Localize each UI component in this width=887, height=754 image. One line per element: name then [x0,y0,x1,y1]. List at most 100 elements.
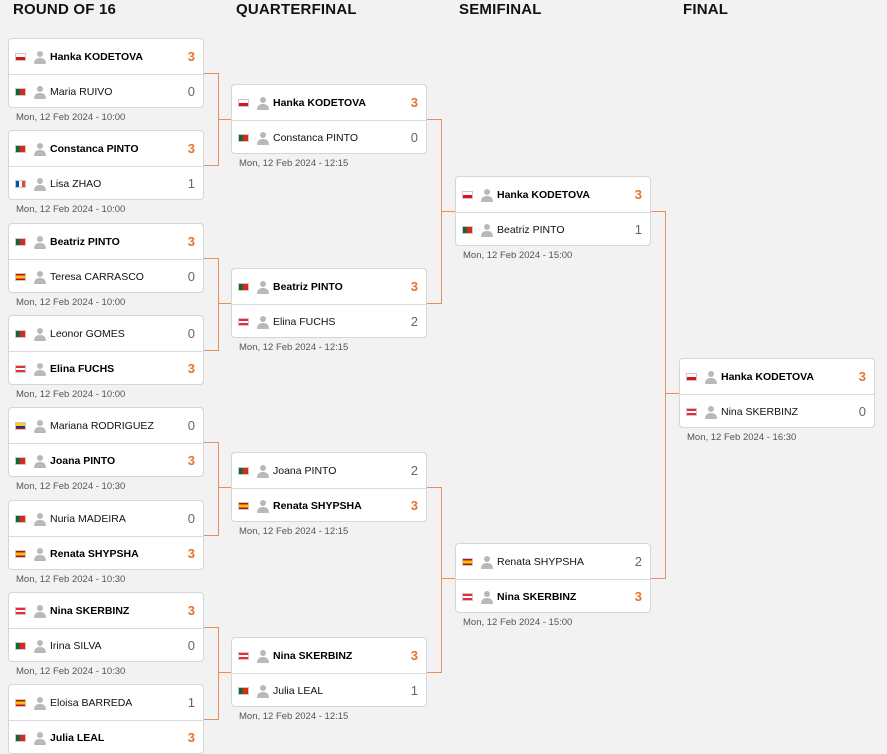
player-name: Nina SKERBINZ [721,405,799,418]
player-row[interactable]: Hanka KODETOVA 3 [680,359,874,394]
player-score: 3 [187,545,195,561]
player-name: Beatriz PINTO [50,235,120,248]
spain-flag-icon [15,272,26,281]
player-name: Renata SHYPSHA [497,555,584,568]
player-row[interactable]: Hanka KODETOVA 3 [232,85,426,120]
player-score: 3 [410,94,418,110]
player-score: 3 [858,368,866,384]
player-score: 0 [187,637,195,653]
player-row[interactable]: Nina SKERBINZ 3 [456,579,650,612]
portugal-flag-icon [238,686,249,695]
player-name: Constanca PINTO [273,131,359,144]
colombia-flag-icon [15,421,26,430]
player-name: Elina FUCHS [273,315,336,328]
player-name: Constanca PINTO [50,142,139,155]
player-score: 0 [187,268,195,284]
bracket-connector-line [204,627,219,720]
player-row[interactable]: Teresa CARRASCO 0 [9,259,203,292]
player-avatar-icon [481,223,493,237]
player-score: 0 [187,510,195,526]
portugal-flag-icon [15,87,26,96]
czech-flag-icon [462,190,473,199]
player-score: 3 [187,360,195,376]
player-name: Hanka KODETOVA [721,370,814,383]
czech-flag-icon [15,52,26,61]
player-avatar-icon [34,142,46,156]
player-score: 3 [634,588,642,604]
player-name: Hanka KODETOVA [273,96,366,109]
match-time: Mon, 12 Feb 2024 - 10:00 [16,112,126,123]
player-avatar-icon [257,684,269,698]
player-name: Hanka KODETOVA [497,188,590,201]
portugal-flag-icon [238,133,249,142]
player-row[interactable]: Constanca PINTO 0 [232,120,426,153]
czech-flag-icon [238,98,249,107]
player-name: Mariana RODRIGUEZ [50,419,154,432]
player-name: Hanka KODETOVA [50,50,143,63]
match-time: Mon, 12 Feb 2024 - 10:30 [16,574,126,585]
player-name: Teresa CARRASCO [50,270,144,283]
player-score: 3 [187,729,195,745]
bracket-connector-line [427,487,442,673]
austria-flag-icon [686,407,697,416]
round-title-r16: ROUND OF 16 [13,1,117,18]
player-name: Nina SKERBINZ [497,590,577,603]
match-time: Mon, 12 Feb 2024 - 12:15 [239,711,349,722]
player-score: 0 [187,325,195,341]
player-score: 1 [634,221,642,237]
player-score: 0 [410,129,418,145]
player-avatar-icon [257,131,269,145]
match-time: Mon, 12 Feb 2024 - 10:30 [16,666,126,677]
player-avatar-icon [34,85,46,99]
